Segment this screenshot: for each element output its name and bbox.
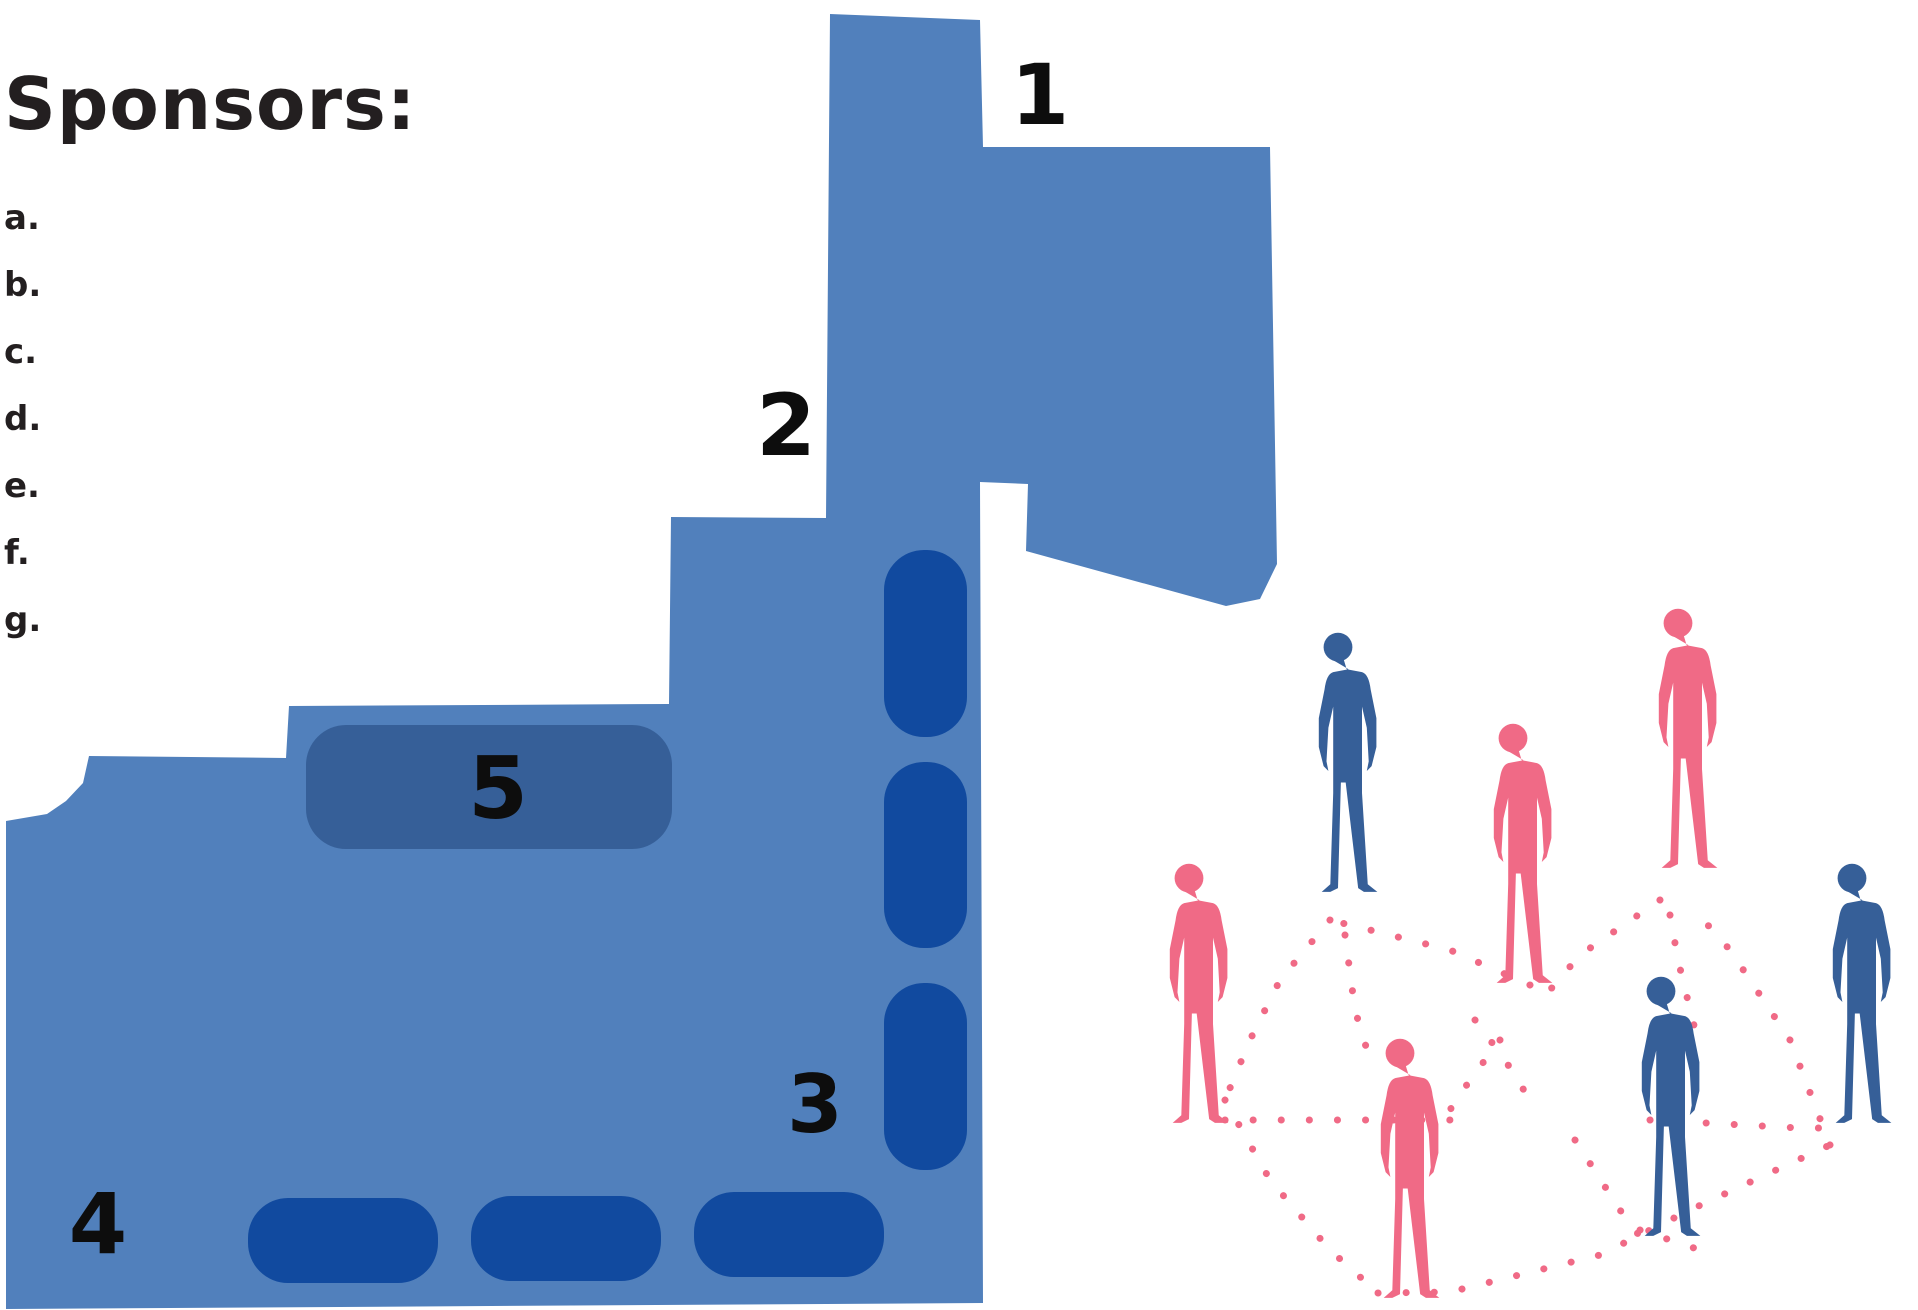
booth-vertical-2 <box>884 762 967 948</box>
person-pink-1 <box>1658 608 1718 868</box>
sponsor-item-f: f. <box>4 533 30 573</box>
sponsor-item-a: a. <box>4 198 40 238</box>
sponsor-list: a. b. c. d. e. f. g. <box>4 198 41 667</box>
person-pink-2 <box>1493 723 1553 983</box>
person-blue-3 <box>1641 976 1701 1236</box>
area-label-3: 3 <box>787 1058 843 1151</box>
booth-horizontal-1 <box>248 1198 438 1283</box>
sponsor-item-g: g. <box>4 600 42 640</box>
area-label-2: 2 <box>756 376 816 476</box>
sponsor-item-e: e. <box>4 466 40 506</box>
person-pink-4 <box>1380 1038 1440 1298</box>
sponsor-item-d: d. <box>4 399 42 439</box>
person-pink-3 <box>1169 863 1229 1123</box>
booth-vertical-1 <box>884 550 967 737</box>
area-label-4: 4 <box>69 1175 127 1273</box>
sponsor-item-c: c. <box>4 332 38 372</box>
network-connections <box>1221 896 1844 1297</box>
area-label-1: 1 <box>1011 46 1069 144</box>
floor-area <box>6 14 1277 1309</box>
person-blue-2 <box>1832 863 1892 1123</box>
page-title: Sponsors: <box>4 62 417 146</box>
sponsor-item-b: b. <box>4 265 42 305</box>
booth-vertical-3 <box>884 983 967 1170</box>
area-label-5: 5 <box>468 739 528 839</box>
booth-area-5 <box>306 725 672 849</box>
booth-horizontal-3 <box>694 1192 884 1277</box>
person-blue-1 <box>1318 632 1378 892</box>
booth-horizontal-2 <box>471 1196 661 1281</box>
